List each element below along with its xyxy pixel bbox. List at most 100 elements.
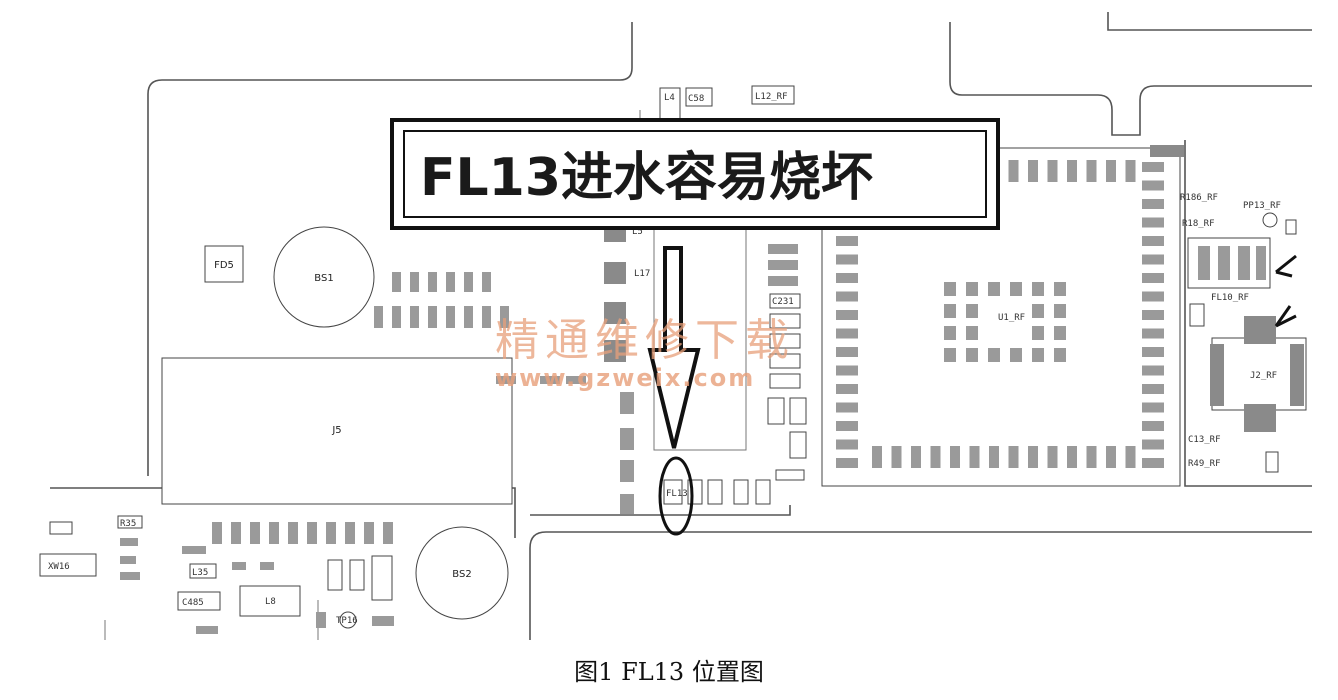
u1-pad <box>1106 160 1116 182</box>
u1-center-pad <box>1032 304 1044 318</box>
svg-text:L17: L17 <box>634 269 650 279</box>
u1-pad <box>1142 273 1164 283</box>
u1-center-pad <box>1032 282 1044 296</box>
u1-pad <box>1086 160 1097 182</box>
u1-pad <box>1142 421 1164 431</box>
u1-pad <box>1067 160 1077 182</box>
bottom-capacitor <box>307 522 317 544</box>
u1-center-pad <box>966 348 978 362</box>
bottom-capacitor <box>288 522 298 544</box>
u1-center-pad <box>1054 282 1066 296</box>
u1-pad <box>1008 160 1019 182</box>
u1-pad <box>1142 162 1164 172</box>
top-small-parts: L4 C58 L12_RF <box>659 85 795 125</box>
bottom-capacitor <box>326 522 336 544</box>
right-side-parts: R186_RF R18_RF PP13_RF FL10_RF J2_RF C13… <box>1180 193 1307 473</box>
svg-text:L4: L4 <box>664 93 675 103</box>
u1-pad <box>1125 446 1136 468</box>
small-parts-mid <box>496 376 586 384</box>
u1-pad <box>1142 180 1164 191</box>
svg-text:C58: C58 <box>688 94 704 104</box>
u1-pad <box>1142 291 1164 302</box>
svg-text:L12_RF: L12_RF <box>755 92 788 102</box>
watermark: 精通维修下载 www.gzweix.com <box>495 315 795 392</box>
j5-connector: J5 <box>161 357 513 505</box>
svg-text:L35: L35 <box>192 568 208 578</box>
u1-center-pad <box>988 282 1000 296</box>
u1-pad <box>836 273 858 283</box>
svg-text:C13_RF: C13_RF <box>1188 435 1221 445</box>
u1-center-pad <box>944 348 956 362</box>
callout-text: FL13进水容易烧坏 <box>420 148 873 208</box>
u1-pad <box>1142 254 1164 265</box>
svg-text:L8: L8 <box>265 597 276 607</box>
j5-label: J5 <box>331 425 341 436</box>
u1-pad <box>1142 328 1164 339</box>
watermark-title: 精通维修下载 <box>495 315 795 366</box>
u1-pad <box>836 421 858 431</box>
u1-pad <box>1142 347 1164 357</box>
u1-pad <box>836 439 858 450</box>
u1-pad <box>836 254 858 265</box>
u1-pad <box>836 384 858 394</box>
u1-center-pad <box>988 348 1000 362</box>
u1-pad <box>836 458 858 468</box>
u1-pad <box>1142 402 1164 413</box>
u1-pad <box>1008 446 1019 468</box>
svg-text:R35: R35 <box>120 519 136 529</box>
u1-pad <box>836 365 858 376</box>
u1-center-pad <box>944 304 956 318</box>
u1-pad <box>836 236 858 246</box>
u1-pad <box>836 347 858 357</box>
u1-pad <box>1142 458 1164 468</box>
svg-text:R49_RF: R49_RF <box>1188 459 1221 469</box>
bs2-component: BS2 <box>415 526 509 620</box>
u1-pad <box>836 291 858 302</box>
capacitor-row-top <box>374 272 509 328</box>
u1-pad <box>930 446 941 468</box>
fd5-label: FD5 <box>214 260 234 271</box>
bottom-capacitor <box>212 522 222 544</box>
fd5-component: FD5 <box>204 245 244 283</box>
svg-text:J2_RF: J2_RF <box>1250 371 1277 381</box>
u1-pad <box>1142 365 1164 376</box>
u1-center-pad <box>1054 348 1066 362</box>
u1-pad <box>1142 199 1164 209</box>
fl13-highlight-ellipse <box>658 456 694 536</box>
u1-pad <box>1028 446 1038 468</box>
u1-pad <box>1028 160 1038 182</box>
u1-pad <box>1047 446 1058 468</box>
u1-center-pad <box>1032 348 1044 362</box>
u1-pad <box>1067 446 1077 468</box>
svg-text:PP13_RF: PP13_RF <box>1243 201 1281 211</box>
u1-pad <box>1142 236 1164 246</box>
bottom-capacitor <box>269 522 279 544</box>
bottom-left-parts: R35 XW16 L35 C485 L8 TP16 <box>39 515 394 634</box>
svg-text:R18_RF: R18_RF <box>1182 219 1215 229</box>
inductor-column: L5 L17 <box>604 220 650 514</box>
svg-text:XW16: XW16 <box>48 562 70 572</box>
figure-caption: 图1 FL13 位置图 <box>574 658 764 686</box>
u1-pad <box>1106 446 1116 468</box>
u1-pad <box>1142 384 1164 394</box>
u1-pad <box>1125 160 1136 182</box>
u1-center-pad <box>944 282 956 296</box>
u1-center-pad <box>1010 348 1022 362</box>
bottom-capacitor <box>364 522 374 544</box>
u1-center-pad <box>1054 304 1066 318</box>
u1-pad <box>911 446 921 468</box>
down-arrow-icon <box>647 246 701 449</box>
u1-pad <box>836 328 858 339</box>
svg-text:R186_RF: R186_RF <box>1180 193 1218 203</box>
u1-center-pad <box>966 326 978 340</box>
svg-text:L5: L5 <box>632 227 643 237</box>
bottom-capacitor <box>383 522 393 544</box>
bs1-label: BS1 <box>314 273 333 284</box>
u1-pad <box>969 446 980 468</box>
u1-pad <box>1142 439 1164 450</box>
u1-center-pad <box>944 326 956 340</box>
fl13-row: FL13 <box>663 469 805 505</box>
u1-pad <box>950 446 960 468</box>
u1-label: U1_RF <box>998 313 1025 323</box>
